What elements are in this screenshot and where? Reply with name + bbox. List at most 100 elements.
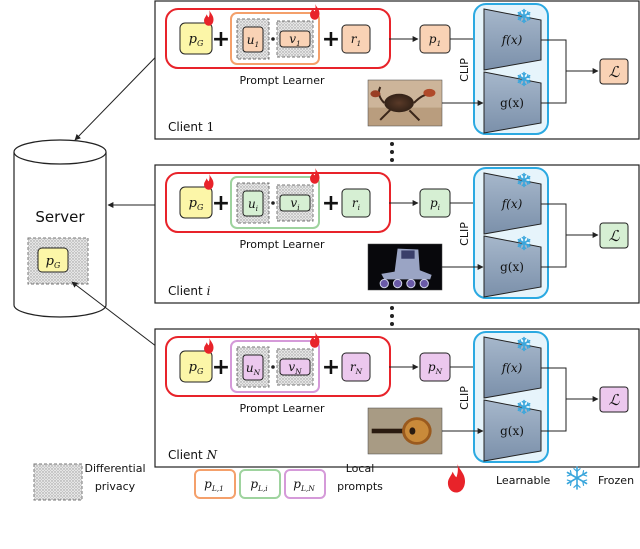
legend-local-line2: prompts (337, 480, 383, 493)
prompt-learner-label: Prompt Learner (240, 238, 325, 251)
global-prompt-text: pG (189, 32, 204, 48)
snowflake-icon (517, 8, 531, 24)
dot-operator (271, 37, 275, 41)
r-text-sub: N (355, 367, 363, 376)
prompt-text: pN (428, 360, 443, 376)
global-prompt-box (179, 186, 213, 219)
global-prompt-text-base: p (189, 32, 198, 47)
legend-local-prompt-text-base: p (250, 477, 258, 491)
u-text-sub: 1 (255, 40, 260, 49)
v-text: vi (290, 196, 300, 212)
r-box (341, 24, 371, 54)
v-box (279, 194, 311, 212)
snowflake-icon (517, 71, 531, 87)
legend-dp-line1: Differential (84, 462, 145, 475)
client-name: Client N (168, 448, 218, 462)
legend-local-prompt-text: pL,N (293, 477, 315, 493)
legend-local-prompt-text-sub: L,N (300, 484, 315, 493)
r-box (341, 352, 371, 382)
flame-icon (204, 338, 214, 354)
prompt-text-base: p (430, 196, 438, 210)
text-encoder-label: f(x) (501, 33, 523, 47)
client-name-index: i (207, 284, 211, 298)
global-prompt-text-sub: G (197, 203, 204, 212)
global-prompt-box (179, 22, 213, 55)
clip-label: CLIP (458, 222, 471, 246)
legend-local-prompt-text-sub: L,i (257, 484, 268, 493)
legend-learnable-icon (447, 464, 465, 493)
snowflake-icon (517, 336, 531, 352)
client-name: Client 1 (168, 120, 214, 134)
global-prompt-text-sub: G (197, 39, 204, 48)
legend-local-prompt-text: pL,i (250, 477, 268, 493)
global-prompt-text-sub: G (197, 367, 204, 376)
legend-local-prompt-text-base: p (204, 477, 212, 491)
u-box (242, 354, 264, 381)
prompt-text-base: p (429, 32, 437, 46)
legend-local-prompt-box (284, 469, 326, 499)
prompt-text: p1 (429, 32, 441, 48)
ellipsis-2 (390, 306, 394, 326)
v-box (279, 30, 311, 48)
client-name: Client i (168, 284, 211, 298)
prompt-text-base: p (428, 360, 436, 374)
r-box (341, 188, 371, 218)
legend-local-line1: Local (346, 462, 375, 475)
client-image (367, 243, 443, 291)
client-name-index: N (206, 448, 218, 462)
plus-sign: + (322, 191, 340, 216)
flame-icon (310, 332, 320, 348)
loss-box (599, 222, 629, 249)
snowflake-icon (566, 466, 588, 490)
plus-sign: + (212, 355, 230, 380)
u-box (242, 190, 264, 217)
legend-local-prompt-box (239, 469, 281, 499)
u-text: ui (248, 197, 259, 213)
loss-box (599, 58, 629, 85)
legend-dp-line2: privacy (95, 480, 136, 493)
legend-local-prompt-text-base: p (293, 477, 301, 491)
plus-sign: + (212, 191, 230, 216)
r-text-sub: i (358, 203, 361, 212)
server-prompt-sub: G (54, 261, 61, 270)
v-text-base: v (289, 32, 296, 46)
v-text-sub: 1 (296, 39, 301, 48)
image-encoder-label: g(x) (500, 260, 524, 274)
v-text: v1 (289, 32, 301, 48)
legend-frozen-icon (566, 466, 588, 490)
plus-sign: + (322, 355, 340, 380)
dot-operator (271, 365, 275, 369)
r-text-base: r (351, 32, 358, 46)
r-text-base: r (352, 196, 359, 210)
clip-label: CLIP (458, 58, 471, 82)
r-text-base: r (350, 360, 357, 374)
prompt-learner-label: Prompt Learner (240, 402, 325, 415)
client-name-index: 1 (207, 120, 215, 134)
text-encoder-label: f(x) (501, 361, 523, 375)
global-prompt-text-base: p (189, 196, 198, 211)
global-prompt-text: pG (189, 360, 204, 376)
r-text-sub: 1 (357, 39, 362, 48)
legend-dp-swatch (33, 463, 83, 501)
r-text: r1 (351, 32, 361, 48)
v-box (279, 358, 311, 376)
r-text: rN (350, 360, 363, 376)
legend-local-prompt-box (194, 469, 236, 499)
v-text-sub: i (297, 203, 300, 212)
snowflake-icon (517, 399, 531, 415)
legend-local-prompt-text: pL,1 (204, 477, 224, 493)
snowflake-icon (517, 172, 531, 188)
u-box (242, 26, 264, 53)
ellipsis-1 (390, 142, 394, 162)
server-title: Server (35, 208, 85, 226)
v-text-base: v (288, 360, 295, 374)
prompt-text-sub: 1 (436, 39, 441, 48)
prompt-text-sub: N (435, 367, 443, 376)
server-prompt-p: p (46, 254, 55, 269)
u-text-base: u (247, 33, 255, 47)
plus-sign: + (212, 27, 230, 52)
v-text-sub: N (294, 367, 302, 376)
